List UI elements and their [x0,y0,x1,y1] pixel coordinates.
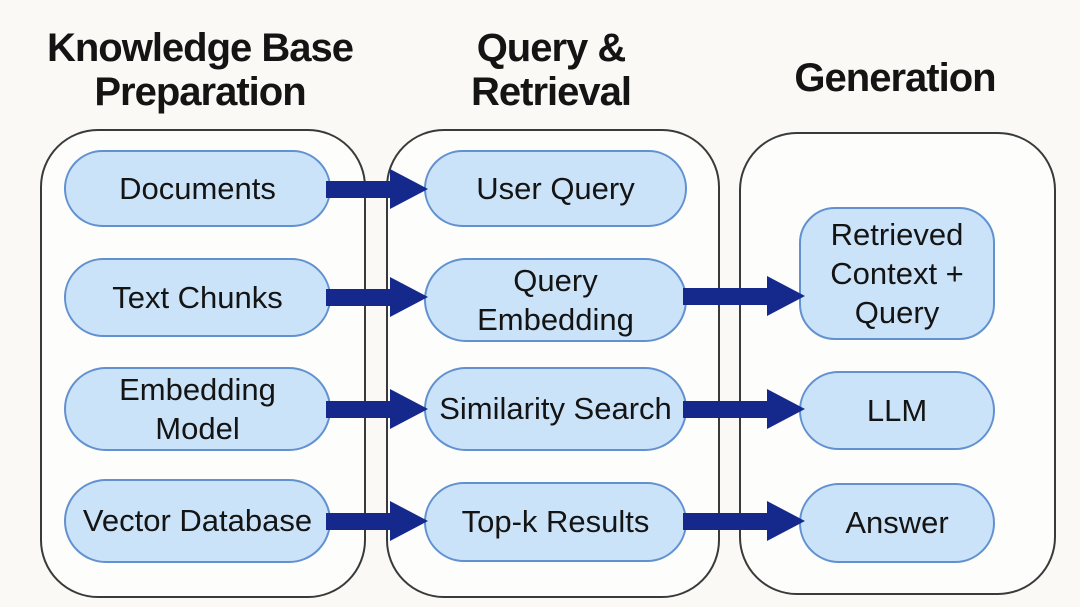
node-retrieved-context-query: Retrieved Context + Query [799,207,995,340]
arrow-top-k-results-to-answer [683,501,805,541]
node-llm: LLM [799,371,995,450]
node-documents: Documents [64,150,331,227]
arrow-text-chunks-to-query-embedding [326,277,428,317]
arrow-shaft [683,512,767,530]
arrowhead-icon [767,276,805,316]
node-top-k-results: Top-k Results [424,482,687,562]
node-similarity-search: Similarity Search [424,367,687,451]
arrowhead-icon [390,501,428,541]
arrow-shaft [683,287,767,305]
arrow-shaft [326,512,390,530]
arrowhead-icon [767,389,805,429]
arrowhead-icon [390,389,428,429]
column-title-knowledge-base-preparation: Knowledge Base Preparation [46,26,354,114]
column-title-query-retrieval: Query & Retrieval [471,26,632,114]
arrowhead-icon [390,169,428,209]
arrow-vector-database-to-top-k-results [326,501,428,541]
node-query-embedding: Query Embedding [424,258,687,342]
node-answer: Answer [799,483,995,563]
arrow-shaft [326,288,390,306]
arrow-embedding-model-to-similarity-search [326,389,428,429]
arrowhead-icon [767,501,805,541]
arrowhead-icon [390,277,428,317]
node-user-query: User Query [424,150,687,227]
node-text-chunks: Text Chunks [64,258,331,337]
arrow-query-embedding-to-retrieved-context [683,276,805,316]
node-vector-database: Vector Database [64,479,331,563]
arrow-similarity-search-to-llm [683,389,805,429]
arrow-documents-to-user-query [326,169,428,209]
column-title-generation: Generation [794,56,996,100]
arrow-shaft [326,180,390,198]
node-embedding-model: Embedding Model [64,367,331,451]
arrow-shaft [683,400,767,418]
arrow-shaft [326,400,390,418]
